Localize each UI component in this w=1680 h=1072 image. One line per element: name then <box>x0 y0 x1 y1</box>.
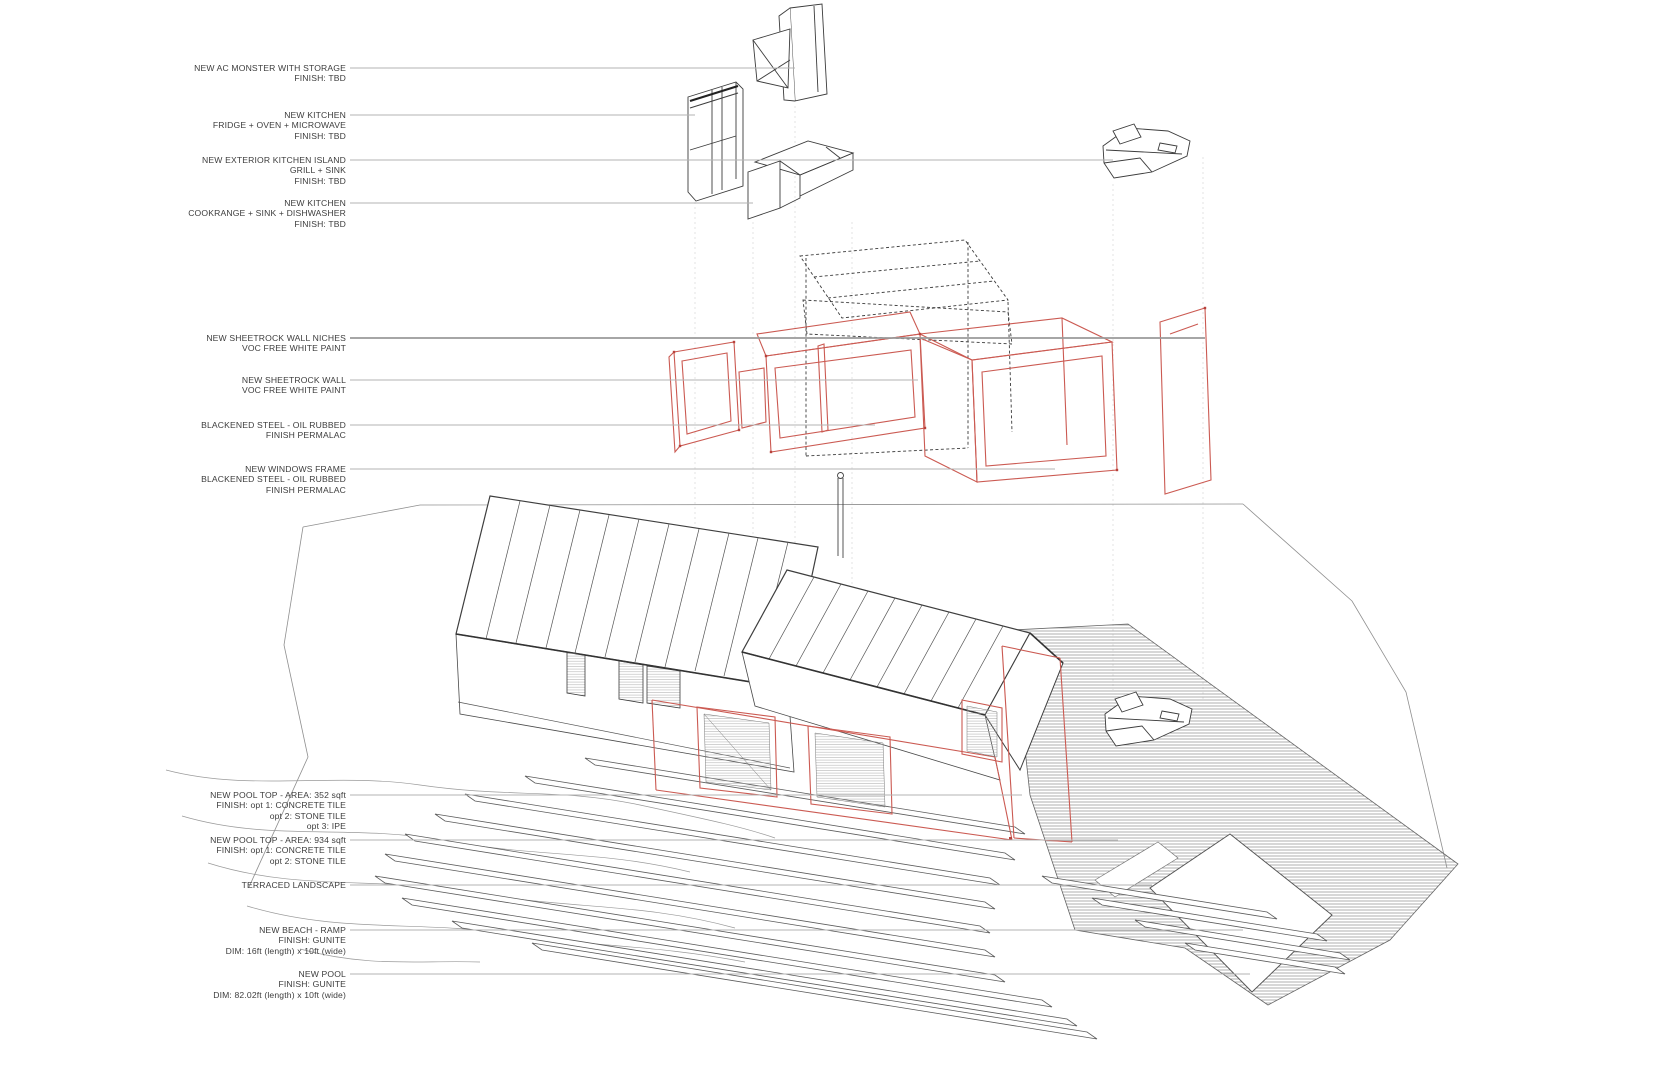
red-corner-nodes <box>672 306 1207 472</box>
left-roof-seams <box>485 500 789 681</box>
right-eave <box>741 651 986 716</box>
kitchen-cookrange-unit <box>747 140 855 220</box>
terrain-outline <box>248 503 1448 888</box>
callout-line: VOC FREE WHITE PAINT <box>241 385 346 396</box>
callout-new-pool: NEW POOL FINISH: GUNITE DIM: 82.02ft (le… <box>213 969 346 1000</box>
callout-line: NEW SHEETROCK WALL NICHES <box>206 333 346 343</box>
callout-line: NEW KITCHEN <box>284 198 346 208</box>
callout-terraced-landscape: TERRACED LANDSCAPE <box>242 880 346 890</box>
callout-line: FINISH: opt 1: CONCRETE TILE <box>216 845 346 856</box>
callout-line: DIM: 82.02ft (length) x 10ft (wide) <box>213 989 346 1000</box>
red-window-wall-assembly <box>668 307 1212 495</box>
callout-line: NEW AC MONSTER WITH STORAGE <box>194 63 346 73</box>
callout-line: COOKRANGE + SINK + DISHWASHER <box>188 208 346 219</box>
callout-line: DIM: 16ft (length) x 10ft (wide) <box>225 945 346 956</box>
callout-line: FINISH PERMALAC <box>265 430 346 441</box>
callout-sheetrock-wall: NEW SHEETROCK WALL VOC FREE WHITE PAINT <box>242 375 346 396</box>
red-window-frames-built <box>651 645 1073 843</box>
equipment <box>687 3 1193 747</box>
callout-windows-frame: NEW WINDOWS FRAME BLACKENED STEEL - OIL … <box>201 464 346 495</box>
callout-line: opt 2: STONE TILE <box>269 810 346 821</box>
callout-line: FINISH: TBD <box>294 73 346 84</box>
red-mullion <box>817 343 829 433</box>
callout-line: NEW BEACH - RAMP <box>259 925 346 935</box>
callout-exterior-kitchen-island: NEW EXTERIOR KITCHEN ISLAND GRILL + SINK… <box>202 155 346 186</box>
callout-sheetrock-wall-niches: NEW SHEETROCK WALL NICHES VOC FREE WHITE… <box>206 333 346 354</box>
callout-pool-top-934: NEW POOL TOP - AREA: 934 sqft FINISH: op… <box>210 835 346 866</box>
callout-line: FINISH: GUNITE <box>278 979 346 990</box>
red-frame-left-inner <box>681 352 732 435</box>
callout-line: NEW EXTERIOR KITCHEN ISLAND <box>202 155 346 165</box>
callout-line: NEW POOL TOP - AREA: 934 sqft <box>210 835 346 845</box>
chimney <box>837 472 844 558</box>
callout-line: FRIDGE + OVEN + MICROWAVE <box>212 120 346 131</box>
callout-line: TERRACED LANDSCAPE <box>241 880 346 890</box>
callout-line: FINISH: GUNITE <box>278 935 346 946</box>
dashed-roof-panel <box>799 239 1013 457</box>
red-frame-mid-inner <box>774 349 916 439</box>
house <box>455 472 1064 781</box>
callout-line: opt 2: STONE TILE <box>269 855 346 866</box>
right-roof-seams <box>768 576 1004 709</box>
pool-deck <box>1011 623 1459 1006</box>
callout-line: NEW KITCHEN <box>284 110 346 120</box>
kitchen-fridge-unit <box>687 81 744 202</box>
callout-line: BLACKENED STEEL - OIL RUBBED <box>201 474 346 485</box>
red-connector <box>738 367 767 429</box>
red-box-front-inner <box>981 355 1107 467</box>
callout-line: NEW POOL <box>298 969 346 979</box>
built-glass-panes <box>703 705 998 808</box>
callout-blackened-steel: BLACKENED STEEL - OIL RUBBED FINISH PERM… <box>201 420 346 441</box>
callout-line: BLACKENED STEEL - OIL RUBBED <box>201 420 346 430</box>
red-box-left <box>919 337 978 483</box>
callout-line: FINISH: TBD <box>294 218 346 229</box>
callout-line: NEW WINDOWS FRAME <box>245 464 346 474</box>
callout-line: VOC FREE WHITE PAINT <box>241 343 346 354</box>
ac-monster-unit <box>752 3 828 102</box>
callout-line: FINISH: TBD <box>294 130 346 141</box>
callout-line: GRILL + SINK <box>289 165 346 176</box>
callout-kitchen-fridge: NEW KITCHEN FRIDGE + OVEN + MICROWAVE FI… <box>213 110 346 141</box>
left-wall-windows <box>566 651 681 709</box>
red-frame-mid-top <box>756 311 921 357</box>
callout-leader-lines <box>350 67 1250 975</box>
callout-line: FINISH: opt 1: CONCRETE TILE <box>216 800 346 811</box>
callout-line: NEW SHEETROCK WALL <box>241 375 346 385</box>
left-eave <box>455 633 789 689</box>
callout-ac-monster: NEW AC MONSTER WITH STORAGE FINISH: TBD <box>194 63 346 84</box>
red-node-deck-corner <box>1009 837 1012 840</box>
exterior-kitchen-island-unit <box>1102 123 1191 179</box>
callout-beach-ramp: NEW BEACH - RAMP FINISH: GUNITE DIM: 16f… <box>226 925 346 956</box>
callout-pool-top-352: NEW POOL TOP - AREA: 352 sqft FINISH: op… <box>210 790 346 831</box>
callout-line: NEW POOL TOP - AREA: 352 sqft <box>210 790 346 800</box>
callout-kitchen-cookrange: NEW KITCHEN COOKRANGE + SINK + DISHWASHE… <box>188 198 346 229</box>
callout-line: opt 3: IPE <box>306 820 346 831</box>
callout-line: FINISH PERMALAC <box>265 484 346 495</box>
red-box-top <box>918 317 1114 361</box>
callout-line: FINISH: TBD <box>294 175 346 186</box>
red-end-wall-wedge <box>1159 307 1212 495</box>
